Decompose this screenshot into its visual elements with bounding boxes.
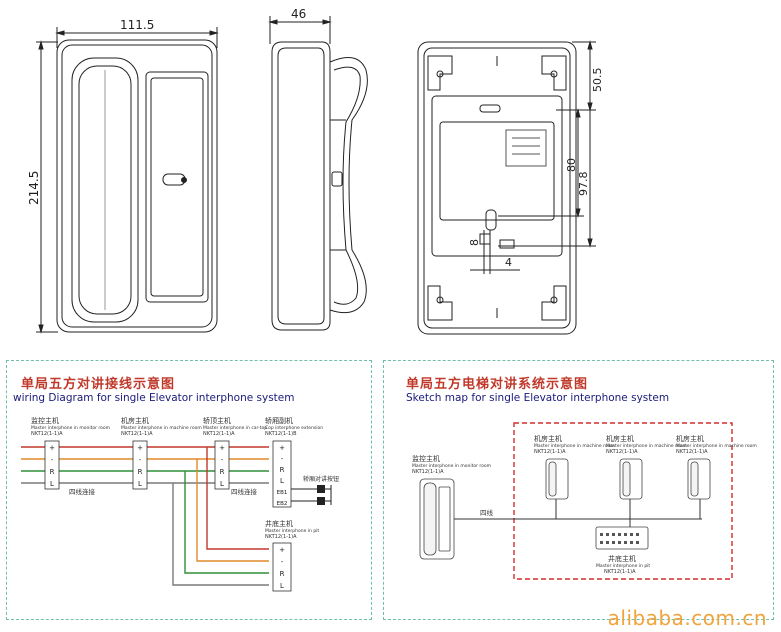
front-view xyxy=(36,27,219,334)
monitor-model: NKT12(1-1)A xyxy=(412,469,444,475)
t3-plus: + xyxy=(219,444,225,452)
mr1-model: NKT12(1-1)A xyxy=(534,449,566,455)
unit-2-model: NKT12(1-1)A xyxy=(121,431,153,437)
terminal-block-4 xyxy=(272,440,292,508)
back-view xyxy=(417,40,596,335)
t3-r: R xyxy=(220,468,225,476)
t3-l: L xyxy=(220,480,224,488)
terminal-block-2 xyxy=(132,440,148,490)
dimension-labels: 111.5 214.5 46 50.5 80 97.8 8 4 xyxy=(27,7,604,269)
terminal-block-1 xyxy=(44,440,60,490)
unit-1-model: NKT12(1-1)A xyxy=(31,431,63,437)
unit-3-model: NKT12(1-1)A xyxy=(203,431,235,437)
t3-minus: - xyxy=(221,456,224,464)
t4-plus: + xyxy=(279,444,285,452)
dim-back-top: 50.5 xyxy=(591,68,604,93)
mr3-model: NKT12(1-1)A xyxy=(676,449,708,455)
unit-2-sub: Master interphone in machine room xyxy=(121,425,202,431)
mr1-name: 机房主机 xyxy=(534,434,562,443)
dim-back-inner-b: 97.8 xyxy=(577,172,590,197)
unit-2-name: 机房主机 xyxy=(121,416,149,425)
tp-r: R xyxy=(280,570,285,578)
pit-unit-name: 井底主机 xyxy=(265,519,293,528)
mr3-name: 机房主机 xyxy=(676,434,704,443)
unit-4-name: 轿厢副机 xyxy=(265,416,293,425)
sketch-pit-model: NKT12(1-1)A xyxy=(604,569,636,575)
sketch-pit-sub: Master interphone in pit xyxy=(596,563,650,569)
unit-3-name: 轿顶主机 xyxy=(203,416,231,425)
pit-unit xyxy=(595,526,649,550)
dim-front-width: 111.5 xyxy=(120,18,154,32)
tp-l: L xyxy=(280,582,284,590)
side-view xyxy=(268,16,368,331)
t1-l: L xyxy=(50,480,54,488)
t2-plus: + xyxy=(137,444,143,452)
pit-unit-model: NKT12(1-1)A xyxy=(265,534,297,540)
unit-3-sub: Master interphone in car-top xyxy=(203,425,267,431)
tp-plus: + xyxy=(279,546,285,554)
sketch-four-wire-label: 四线 xyxy=(480,508,494,517)
wiring-diagram-panel: 单局五方对讲接线示意图 wiring Diagram for single El… xyxy=(6,360,372,620)
t2-l: L xyxy=(138,480,142,488)
wiring-schematic: 监控主机 Master interphone in monitor room N… xyxy=(21,416,339,592)
sketch-title-cn: 单局五方电梯对讲系统示意图 xyxy=(406,377,589,392)
t1-plus: + xyxy=(49,444,55,452)
t4-r: R xyxy=(280,466,285,474)
sketch-schematic: 监控主机 Master interphone in monitor room N… xyxy=(412,422,757,580)
unit-4-model: NKT12(1-1)B xyxy=(265,431,297,437)
t2-minus: - xyxy=(139,456,142,464)
wiring-title-cn: 单局五方对讲接线示意图 xyxy=(21,377,176,392)
sketch-map-panel: 单局五方电梯对讲系统示意图 Sketch map for single Elev… xyxy=(383,360,774,620)
t4-l: L xyxy=(280,477,284,485)
dim-back-small-a: 8 xyxy=(468,239,481,246)
t4-eb2: EB2 xyxy=(277,501,288,507)
sketch-pit-name: 井底主机 xyxy=(608,554,636,563)
mr3-sub: Master interphone in machine room xyxy=(676,443,757,449)
t4-eb1: EB1 xyxy=(277,490,288,496)
machine-room-group-box xyxy=(513,422,733,580)
t1-minus: - xyxy=(51,456,54,464)
mr2-name: 机房主机 xyxy=(606,434,634,443)
call-button-icon xyxy=(317,485,332,505)
mr2-sub: Master interphone in machine room xyxy=(606,443,687,449)
four-wire-label-1: 四线连接 xyxy=(69,487,96,496)
sketch-title-en: Sketch map for single Elevator interphon… xyxy=(406,392,670,404)
watermark-text: alibaba.com.cn xyxy=(607,606,767,630)
mr1-sub: Master interphone in machine room xyxy=(534,443,615,449)
unit-4-sub: Cop interphone extension xyxy=(265,425,323,431)
unit-1-sub: Master interphone in monitor room xyxy=(31,425,110,431)
dim-back-inner-a: 80 xyxy=(565,158,578,172)
monitor-name: 监控主机 xyxy=(412,454,440,463)
t1-r: R xyxy=(50,468,55,476)
four-wire-label-2: 四线连接 xyxy=(231,487,258,496)
tp-minus: - xyxy=(281,558,284,566)
button-label: 轿厢对讲按钮 xyxy=(303,475,339,483)
dim-front-height: 214.5 xyxy=(27,171,41,205)
t2-r: R xyxy=(138,468,143,476)
pit-unit-sub: Master interphone in pit xyxy=(265,528,319,534)
monitor-sub: Master interphone in monitor room xyxy=(412,463,491,469)
dim-side-depth: 46 xyxy=(291,7,306,21)
terminal-block-3 xyxy=(214,440,230,490)
wiring-title-en: wiring Diagram for single Elevator inter… xyxy=(13,392,295,404)
mr2-model: NKT12(1-1)A xyxy=(606,449,638,455)
terminal-block-pit xyxy=(272,542,292,592)
t4-minus: - xyxy=(281,455,284,463)
unit-1-name: 监控主机 xyxy=(31,416,59,425)
dim-back-small-b: 4 xyxy=(505,256,512,269)
